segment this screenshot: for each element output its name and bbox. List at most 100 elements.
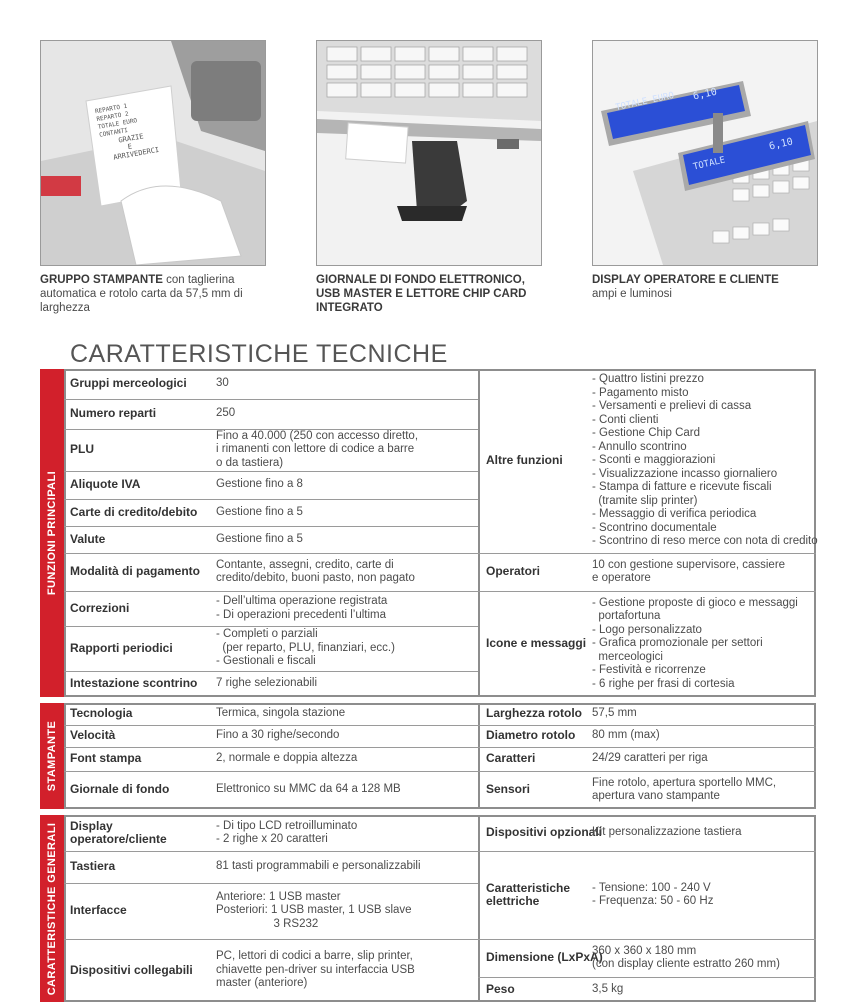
row-divider [478, 591, 816, 592]
section-label: FUNZIONI PRINCIPALI [46, 470, 58, 596]
spec-value: 57,5 mm [592, 707, 637, 720]
spec-value: Kit personalizzazione tastiera [592, 826, 742, 839]
caption-bold: GIORNALE DI FONDO ELETTRONICO, USB MASTE… [316, 274, 527, 314]
spec-value: - Gestione proposte di gioco e messaggi … [592, 596, 798, 690]
spec-label: Operatori [486, 564, 541, 579]
spec-label: Correzioni [70, 600, 130, 615]
column-divider [478, 369, 480, 697]
spec-value: 81 tasti programmabili e personalizzabil… [216, 860, 421, 873]
spec-value: PC, lettori di codici a barre, slip prin… [216, 950, 415, 990]
spec-label: Carte di credito/debito [70, 504, 198, 519]
caption-printer: GRUPPO STAMPANTE con taglierina automati… [40, 273, 255, 315]
spec-label: Caratteristiche elettriche [486, 880, 571, 908]
caption-text: con taglierina automatica e rotolo carta… [40, 274, 243, 314]
printer-photo: REPARTO 1 REPARTO 2 TOTALE EURO CONTANTI… [40, 40, 266, 266]
keyboard-usb-illustration [317, 41, 541, 265]
spec-label: Intestazione scontrino [70, 676, 198, 691]
row-divider [64, 747, 478, 748]
spec-value: 24/29 caratteri per riga [592, 752, 708, 765]
row-divider [64, 591, 478, 592]
spec-label: Sensori [486, 782, 531, 797]
spec-value: 3,5 kg [592, 982, 624, 995]
spec-value: 30 [216, 377, 229, 390]
row-divider [64, 851, 478, 852]
spec-label: Rapporti periodici [70, 640, 173, 655]
display-illustration [593, 41, 817, 265]
row-divider [478, 553, 816, 554]
caption-display: DISPLAY OPERATORE E CLIENTE ampi e lumino… [592, 273, 822, 301]
row-divider [478, 851, 816, 852]
section-label: CARATTERISTICHE GENERALI [46, 822, 58, 995]
spec-value: 250 [216, 407, 236, 420]
journal-photo [316, 40, 542, 266]
caption-text: ampi e luminosi [592, 288, 672, 300]
row-divider [64, 883, 478, 884]
spec-value: - Tensione: 100 - 240 V - Frequenza: 50 … [592, 881, 714, 908]
row-divider [478, 939, 816, 940]
spec-label: Caratteri [486, 751, 536, 766]
spec-label: Dispositivi opzionali [486, 825, 603, 840]
spec-value: Gestione fino a 5 [216, 505, 303, 518]
page-title: CARATTERISTICHE TECNICHE [70, 340, 448, 368]
spec-value: 2, normale e doppia altezza [216, 752, 358, 765]
spec-value: - Quattro listini prezzo - Pagamento mis… [592, 373, 818, 548]
spec-value: 80 mm (max) [592, 729, 660, 742]
caption-journal: GIORNALE DI FONDO ELETTRONICO, USB MASTE… [316, 273, 546, 315]
printer-illustration [41, 41, 265, 265]
spec-value: Fino a 30 righe/secondo [216, 729, 340, 742]
column-divider [478, 815, 480, 1002]
spec-label: PLU [70, 442, 94, 457]
section-frame [64, 369, 816, 697]
spec-label: Tecnologia [70, 706, 133, 721]
spec-label: Dispositivi collegabili [70, 962, 193, 977]
spec-label: Icone e messaggi [486, 636, 587, 651]
spec-label: Modalità di pagamento [70, 564, 201, 579]
section-label-bar: FUNZIONI PRINCIPALI [40, 369, 64, 697]
spec-label: Altre funzioni [486, 453, 563, 468]
row-divider [64, 553, 478, 554]
spec-value: 7 righe selezionabili [216, 677, 318, 690]
row-divider [64, 671, 478, 672]
section-frame [64, 703, 816, 809]
spec-value: - Completi o parziali (per reparto, PLU,… [216, 628, 395, 668]
spec-value: - Di tipo LCD retroilluminato - 2 righe … [216, 819, 358, 846]
caption-bold: GRUPPO STAMPANTE [40, 274, 163, 286]
row-divider [478, 747, 816, 748]
spec-value: Fino a 40.000 (250 con accesso diretto, … [216, 429, 419, 469]
spec-value: Anteriore: 1 USB master Posteriori: 1 US… [216, 890, 412, 930]
spec-value: - Dell’ultima operazione registrata - Di… [216, 595, 388, 621]
spec-label: Interfacce [70, 903, 127, 918]
row-divider [478, 725, 816, 726]
section-label: STAMPANTE [46, 720, 58, 792]
spec-label: Peso [486, 981, 515, 996]
spec-value: Elettronico su MMC da 64 a 128 MB [216, 783, 401, 796]
section-stampante: STAMPANTE Tecnologia Termica, singola sta… [40, 703, 816, 809]
spec-value: Termica, singola stazione [216, 707, 346, 720]
column-divider [478, 703, 480, 809]
spec-value: Gestione fino a 8 [216, 478, 303, 491]
row-divider [64, 471, 478, 472]
spec-label: Larghezza rotolo [486, 706, 583, 721]
section-caratteristiche-generali: CARATTERISTICHE GENERALI Display operato… [40, 815, 816, 1002]
spec-value: Gestione fino a 5 [216, 532, 303, 545]
row-divider [64, 771, 478, 772]
row-divider [64, 399, 478, 400]
spec-value: Fine rotolo, apertura sportello MMC, ape… [592, 776, 777, 803]
row-divider [64, 626, 478, 627]
row-divider [64, 725, 478, 726]
spec-value: 360 x 360 x 180 mm (con display cliente … [592, 944, 780, 971]
spec-label: Dimensione (LxPxA) [486, 950, 603, 965]
caption-bold: DISPLAY OPERATORE E CLIENTE [592, 274, 779, 286]
spec-label: Giornale di fondo [70, 782, 170, 797]
spec-label: Aliquote IVA [70, 477, 141, 492]
row-divider [478, 771, 816, 772]
spec-label: Valute [70, 531, 106, 546]
spec-label: Display operatore/cliente [70, 818, 167, 846]
row-divider [64, 526, 478, 527]
row-divider [64, 429, 478, 430]
section-label-bar: CARATTERISTICHE GENERALI [40, 815, 64, 1002]
spec-value: Contante, assegni, credito, carte di cre… [216, 558, 415, 585]
section-label-bar: STAMPANTE [40, 703, 64, 809]
spec-label: Velocità [70, 728, 116, 743]
